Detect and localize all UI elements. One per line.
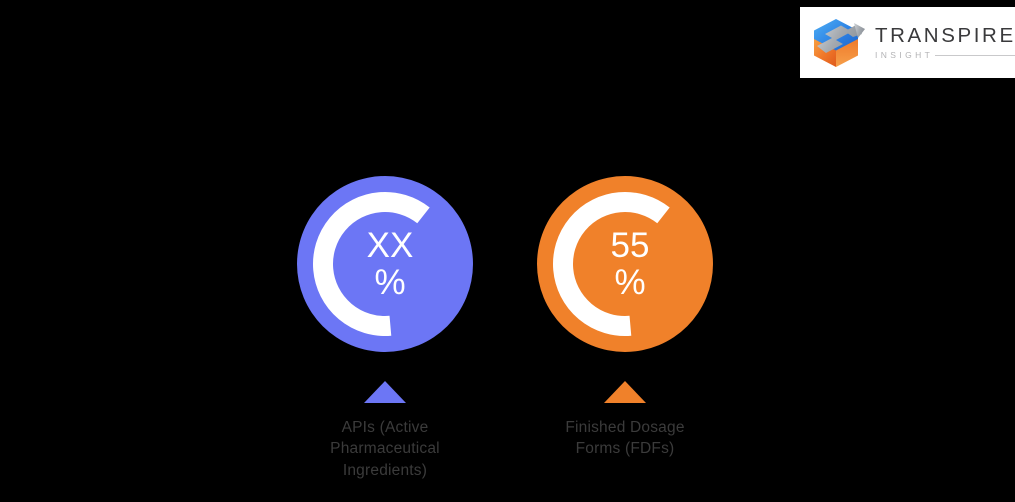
caption-apis: APIs (Active Pharmaceutical Ingredients) xyxy=(330,419,440,479)
donut-fdfs-svg xyxy=(537,176,713,352)
donut-chart-apis: XX % xyxy=(297,176,473,352)
brand-wordmark: TRANSPIRE INSIGHT xyxy=(875,23,1015,60)
brand-subtitle-row: INSIGHT xyxy=(875,51,1015,60)
metric-group-fdfs: 55 % Finished Dosage Forms (FDFs) xyxy=(525,176,725,460)
brand-logo-card: TRANSPIRE INSIGHT xyxy=(800,7,1015,78)
metric-group-apis: XX % APIs (Active Pharmaceutical Ingredi… xyxy=(285,176,485,481)
donut-apis-arc xyxy=(313,192,457,336)
pointer-triangle-fdfs xyxy=(604,381,646,403)
transpire-cube-arrow-logo-icon xyxy=(814,18,865,67)
donut-apis-svg xyxy=(297,176,473,352)
donut-chart-fdfs: 55 % xyxy=(537,176,713,352)
caption-fdfs: Finished Dosage Forms (FDFs) xyxy=(565,419,685,458)
brand-rule-divider xyxy=(935,54,1015,56)
brand-subtitle: INSIGHT xyxy=(875,50,934,60)
pointer-triangle-apis xyxy=(364,381,406,403)
brand-title: TRANSPIRE xyxy=(875,23,1015,47)
